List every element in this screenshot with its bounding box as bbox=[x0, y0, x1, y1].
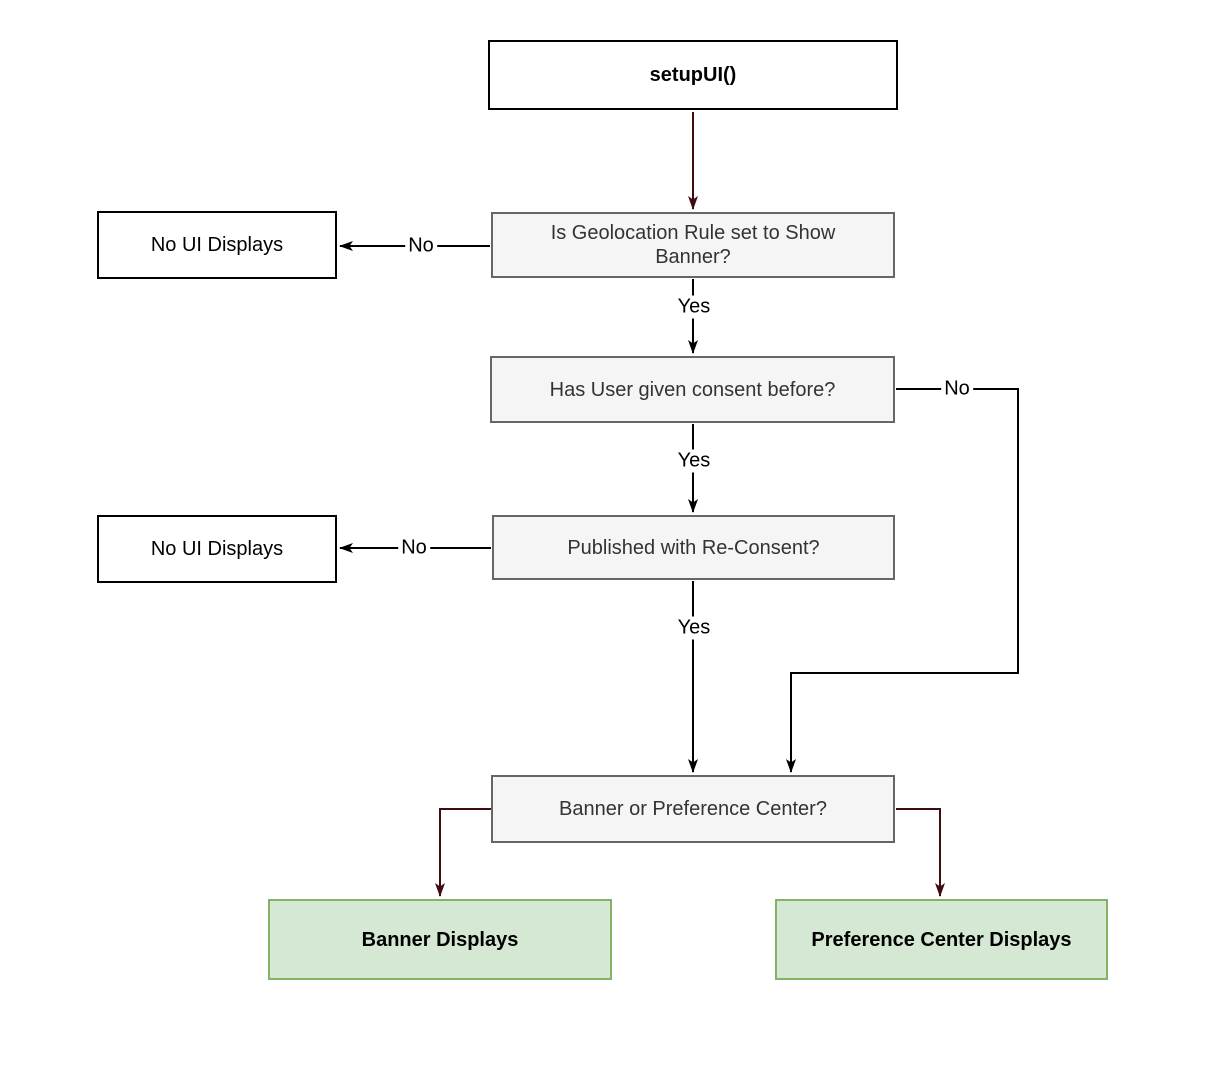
node-setupui: setupUI() bbox=[488, 40, 898, 110]
node-banner-displays: Banner Displays bbox=[268, 899, 612, 980]
node-no-ui-displays-2: No UI Displays bbox=[97, 515, 337, 583]
node-banner-or-pc-decision: Banner or Preference Center? bbox=[491, 775, 895, 843]
edge-label-geolocation-yes: Yes bbox=[674, 295, 714, 319]
node-geolocation-rule-decision: Is Geolocation Rule set to Show Banner? bbox=[491, 212, 895, 278]
node-no-ui-displays-2-label: No UI Displays bbox=[150, 538, 284, 560]
node-setupui-label: setupUI() bbox=[649, 64, 737, 86]
node-reconsent-label: Published with Re-Consent? bbox=[567, 536, 820, 559]
edge-label-reconsent-yes: Yes bbox=[674, 616, 714, 640]
node-consent-before-label: Has User given consent before? bbox=[549, 378, 836, 401]
node-reconsent-decision: Published with Re-Consent? bbox=[492, 515, 895, 580]
edge-label-consent-yes: Yes bbox=[674, 449, 714, 473]
edge-banner-or-pc-to-pc-displays bbox=[896, 808, 945, 897]
edge-label-geolocation-no: No bbox=[405, 234, 437, 258]
node-geolocation-rule-label: Is Geolocation Rule set to Show Banner? bbox=[550, 222, 836, 268]
node-no-ui-displays-1: No UI Displays bbox=[97, 211, 337, 279]
edge-banner-or-pc-to-banner-displays bbox=[435, 808, 491, 897]
node-preference-center-displays: Preference Center Displays bbox=[775, 899, 1108, 980]
node-banner-displays-label: Banner Displays bbox=[361, 928, 519, 951]
node-preference-center-displays-label: Preference Center Displays bbox=[811, 928, 1072, 951]
node-banner-or-pc-label: Banner or Preference Center? bbox=[559, 798, 827, 820]
edge-consent-no-to-banner-or-pc bbox=[786, 388, 1019, 773]
node-no-ui-displays-1-label: No UI Displays bbox=[150, 234, 284, 256]
node-consent-before-decision: Has User given consent before? bbox=[490, 356, 895, 423]
edge-label-reconsent-no: No bbox=[398, 536, 430, 560]
edge-label-consent-no: No bbox=[941, 377, 973, 401]
